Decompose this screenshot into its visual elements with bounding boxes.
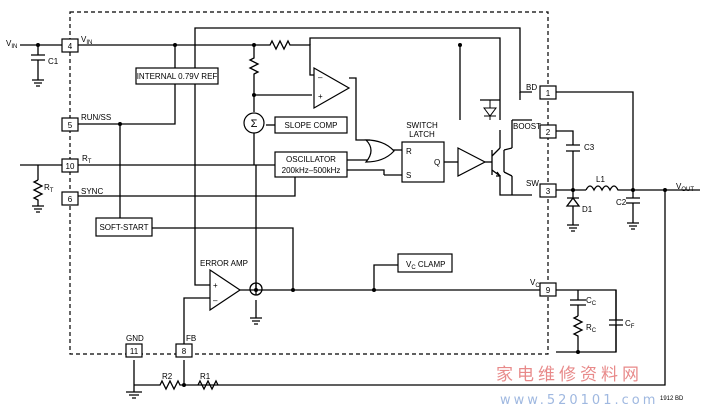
pin-sw: 3 SW xyxy=(526,179,557,198)
latch-q: Q xyxy=(434,158,440,167)
svg-text:6: 6 xyxy=(68,195,73,204)
power-transistor xyxy=(491,147,513,177)
svg-text:+: + xyxy=(318,92,323,101)
figure-id: 1912 BD xyxy=(660,396,684,402)
pin-vin: 4 VIN xyxy=(61,35,92,53)
pin-boost: 2 BOOST xyxy=(513,122,557,139)
pin-bd: 1 BD xyxy=(526,83,557,100)
pin-rt: 10 RT xyxy=(61,154,92,173)
watermark-line2: www.520101.com xyxy=(500,393,658,408)
pin-gnd: 11 GND xyxy=(125,334,144,358)
svg-text:BD: BD xyxy=(526,83,537,92)
svg-text:BOOST: BOOST xyxy=(513,122,541,131)
oscillator-block xyxy=(274,151,348,178)
latch-r: R xyxy=(406,147,412,156)
svg-text:5: 5 xyxy=(68,121,73,130)
ext-cc-label: CC xyxy=(586,296,597,307)
internal-ref-label: INTERNAL 0.79V REF xyxy=(137,72,218,81)
latch-s: S xyxy=(406,171,411,180)
svg-text:VC: VC xyxy=(530,278,540,289)
svg-text:–: – xyxy=(318,73,323,82)
svg-text:8: 8 xyxy=(182,347,187,356)
svg-text:11: 11 xyxy=(130,347,139,356)
ext-rt-label: RT xyxy=(44,183,54,194)
slope-comp-label: SLOPE COMP xyxy=(285,121,338,130)
svg-text:RUN/SS: RUN/SS xyxy=(81,113,111,122)
soft-start-label: SOFT-START xyxy=(99,223,148,232)
driver-amp xyxy=(457,147,487,177)
current-comparator xyxy=(313,66,351,110)
latch-title-1: SWITCH xyxy=(406,121,438,130)
ext-vin-label: VIN xyxy=(6,39,17,50)
pin-sync: 6 SYNC xyxy=(61,187,103,206)
ext-c3-label: C3 xyxy=(584,143,595,152)
vc-clamp-block xyxy=(397,253,453,273)
svg-text:3: 3 xyxy=(546,187,551,196)
pin-vc: 9 VC xyxy=(530,278,557,297)
ext-rc-label: RC xyxy=(586,323,597,334)
switch-latch-block xyxy=(401,141,445,183)
sum-symbol: Σ xyxy=(251,118,258,130)
soft-start-block xyxy=(95,217,153,237)
svg-text:SW: SW xyxy=(526,179,539,188)
watermark-line1: 家电维修资料网 xyxy=(496,365,643,385)
ext-d1-label: D1 xyxy=(582,205,593,214)
svg-text:+: + xyxy=(213,281,218,290)
svg-text:–: – xyxy=(213,296,218,305)
ext-l1-label: L1 xyxy=(596,175,605,184)
ext-vout-label: VOUT xyxy=(676,182,694,193)
vc-clamp-label: VC CLAMP xyxy=(406,260,445,271)
svg-text:9: 9 xyxy=(546,286,551,295)
ext-r1-label: R1 xyxy=(200,372,211,381)
pin-run-ss: 5 RUN/SS xyxy=(61,113,111,132)
latch-title-2: LATCH xyxy=(409,130,435,139)
svg-text:SYNC: SYNC xyxy=(81,187,103,196)
svg-text:GND: GND xyxy=(126,334,144,343)
pin-vin-name: VIN xyxy=(81,35,92,46)
ext-c1-label: C1 xyxy=(48,57,59,66)
internal-ref-block xyxy=(135,67,219,85)
oscillator-label: OSCILLATOR xyxy=(286,155,336,164)
pin-fb: 8 FB xyxy=(175,334,196,358)
error-amp-label: ERROR AMP xyxy=(200,259,248,268)
ext-r2-label: R2 xyxy=(162,372,173,381)
summing-node xyxy=(243,112,265,134)
svg-text:RT: RT xyxy=(82,154,92,165)
error-amp xyxy=(209,268,242,312)
oscillator-freq: 200kHz–500kHz xyxy=(282,166,341,175)
ext-cf-label: CF xyxy=(625,319,635,330)
or-gate xyxy=(364,139,395,163)
ext-c2-label: C2 xyxy=(616,198,627,207)
svg-text:1: 1 xyxy=(546,89,551,98)
svg-text:4: 4 xyxy=(68,42,73,51)
svg-text:10: 10 xyxy=(66,162,75,171)
svg-text:FB: FB xyxy=(186,334,196,343)
ic-boundary xyxy=(69,11,549,355)
slope-comp-block xyxy=(274,116,348,134)
svg-text:2: 2 xyxy=(546,128,551,137)
